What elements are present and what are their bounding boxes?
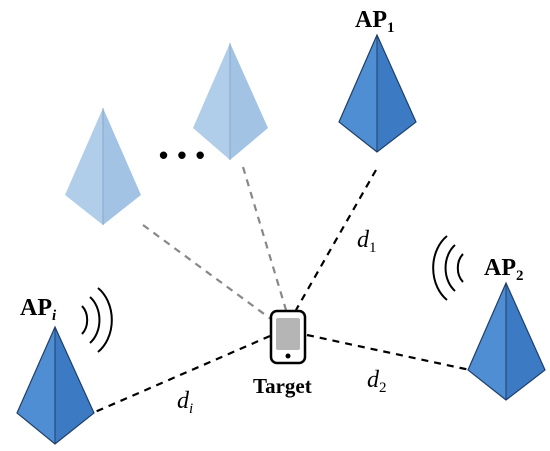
ap2-pyramid-icon [467,281,546,401]
api-signal-wifi-arcs-icon [81,287,113,353]
link-ap2 [306,333,471,372]
link-light-ap-right [241,166,288,311]
d2-label: d2 [367,367,387,396]
api-label: APi [20,295,57,324]
target-smartphone-icon [269,309,307,365]
ap1-label: AP1 [355,7,395,36]
di-label: di [177,388,194,417]
ap1-pyramid-icon [338,33,417,153]
api-pyramid-icon [16,325,95,445]
target-label: Target [253,374,312,398]
light-ap-left-pyramid-icon [65,108,141,225]
d1-label: d1 [357,227,377,256]
ap2-signal-wifi-arcs-icon [432,235,464,301]
ellipsis-more-aps: • • • [159,140,206,170]
link-ap1 [295,169,377,311]
link-light-ap-left [142,224,276,323]
light-ap-right-pyramid-icon [193,43,268,160]
ap2-label: AP2 [484,255,524,284]
link-api [94,334,271,414]
